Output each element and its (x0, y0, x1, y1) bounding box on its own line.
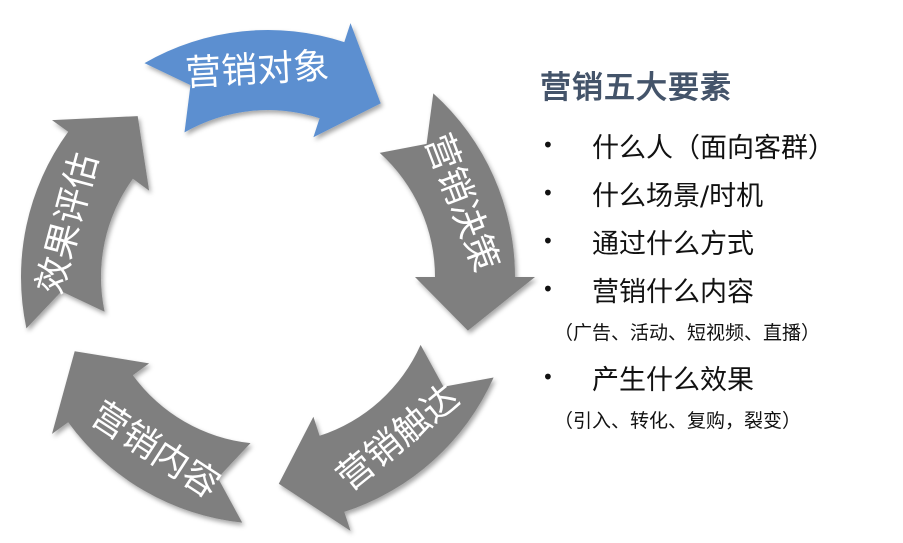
element-item-text: 通过什么方式 (592, 228, 754, 260)
bullet-icon: • (542, 229, 554, 253)
panel-title: 营销五大要素 (540, 70, 732, 106)
cycle-segment-arrow (379, 93, 535, 331)
element-item-4: • 营销什么内容 (540, 265, 890, 313)
element-item-text: 什么场景/时机 (592, 180, 764, 212)
elements-panel: 营销五大要素 • 什么人（面向客群） • 什么场景/时机 • 通过什么方式 • … (540, 62, 890, 441)
cycle-segment-arrow (278, 344, 494, 531)
element-item-5: • 产生什么效果 (540, 353, 890, 401)
element-item-text: 什么人（面向客群） (592, 132, 835, 164)
element-item-text: 产生什么效果 (592, 364, 754, 396)
bullet-icon: • (542, 181, 554, 205)
cycle-segment-arrow (20, 116, 150, 329)
bullet-icon: • (542, 365, 554, 389)
element-item-3: • 通过什么方式 (540, 217, 890, 265)
element-item-1: • 什么人（面向客群） (540, 121, 890, 169)
element-item-4-detail: （广告、活动、短视频、直播） (554, 322, 821, 344)
cycle-segment-label: 营销对象 (184, 46, 330, 94)
bullet-icon: • (542, 133, 554, 157)
bullet-icon: • (542, 277, 554, 301)
cycle-segment-arrow (144, 23, 381, 138)
element-item-5-detail: （引入、转化、复购，裂变） (554, 410, 802, 432)
cycle-segment-arrow (52, 351, 251, 523)
element-item-text: 营销什么内容 (592, 276, 754, 308)
element-item-2: • 什么场景/时机 (540, 169, 890, 217)
